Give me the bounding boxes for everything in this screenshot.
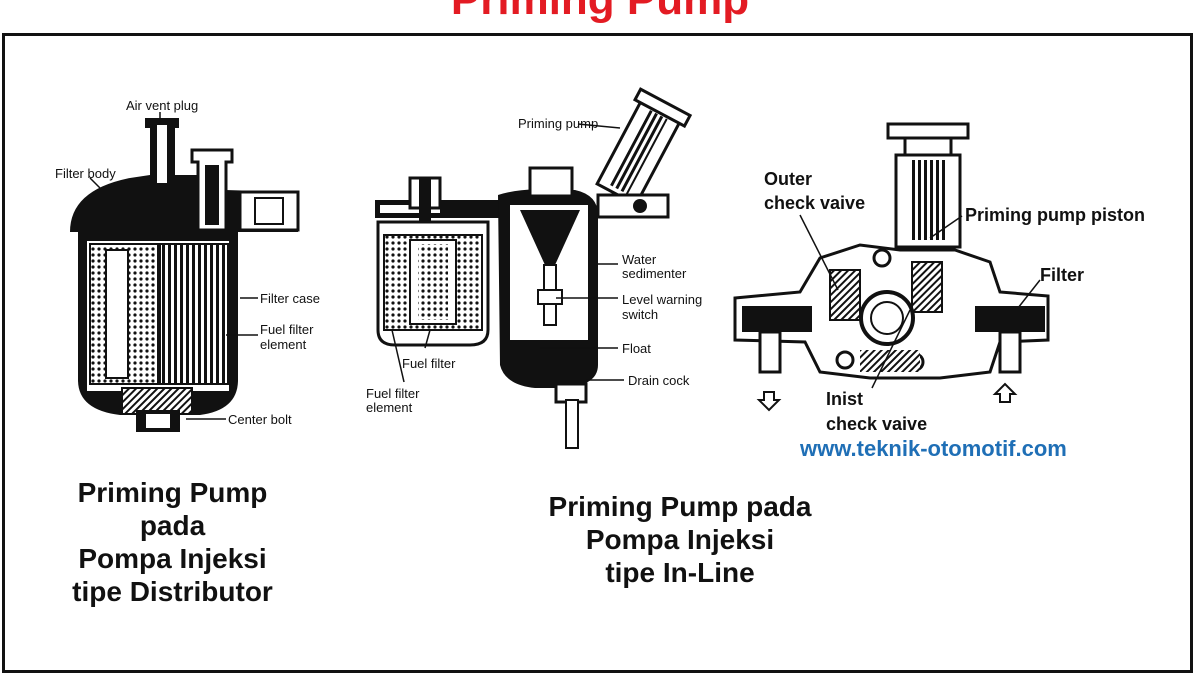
inline-filter-illustration <box>375 87 693 449</box>
label-fuel-filter-element-line1: Fuel filter <box>260 322 314 337</box>
priming-pump-section-illustration <box>733 122 1050 412</box>
label-inist-check-valve-line1: Inist <box>826 389 864 409</box>
label-priming-pump-piston: Priming pump piston <box>965 205 1145 225</box>
caption-inline-line1: Priming Pump pada <box>548 491 812 522</box>
label-outer-check-valve-line2: check vaive <box>764 193 866 213</box>
label-center-bolt: Center bolt <box>228 412 292 427</box>
illustrations <box>70 87 1050 449</box>
distributor-filter-illustration <box>70 112 300 432</box>
caption-distributor-line2: pada <box>139 510 206 541</box>
label-filter-case: Filter case <box>260 291 320 306</box>
label-level-warning-line1: Level warning <box>622 292 703 307</box>
website-url[interactable]: www.teknik-otomotif.com <box>800 436 1067 461</box>
label-water-sedimenter-line2: sedimenter <box>622 266 687 281</box>
caption-inline-line3: tipe In-Line <box>605 557 755 588</box>
caption-distributor-line3: Pompa Injeksi <box>78 543 267 574</box>
caption-distributor-line4: tipe Distributor <box>72 576 273 607</box>
page-title: Priming Pump <box>0 0 1200 26</box>
label-middle-fuel-filter-element-line2: element <box>366 400 413 415</box>
caption-inline-line2: Pompa Injeksi <box>585 524 775 555</box>
label-float: Float <box>622 341 651 356</box>
label-outer-check-valve-line1: Outer <box>764 169 813 189</box>
label-middle-fuel-filter-element-line1: Fuel filter <box>366 386 420 401</box>
label-inist-check-valve-line2: check vaive <box>826 414 928 434</box>
label-priming-pump: Priming pump <box>518 116 599 131</box>
caption-inline: Priming Pump pada Pompa Injeksi tipe In-… <box>500 490 860 589</box>
label-air-vent-plug: Air vent plug <box>126 98 199 113</box>
label-drain-cock: Drain cock <box>628 373 690 388</box>
label-filter: Filter <box>1040 265 1085 285</box>
caption-distributor: Priming Pump pada Pompa Injeksi tipe Dis… <box>30 476 315 608</box>
label-fuel-filter: Fuel filter <box>402 356 456 371</box>
label-water-sedimenter-line1: Water <box>622 252 657 267</box>
label-fuel-filter-element-line2: element <box>260 337 307 352</box>
label-level-warning-line2: switch <box>622 307 659 322</box>
caption-distributor-line1: Priming Pump <box>77 477 268 508</box>
label-filter-body: Filter body <box>55 166 116 181</box>
